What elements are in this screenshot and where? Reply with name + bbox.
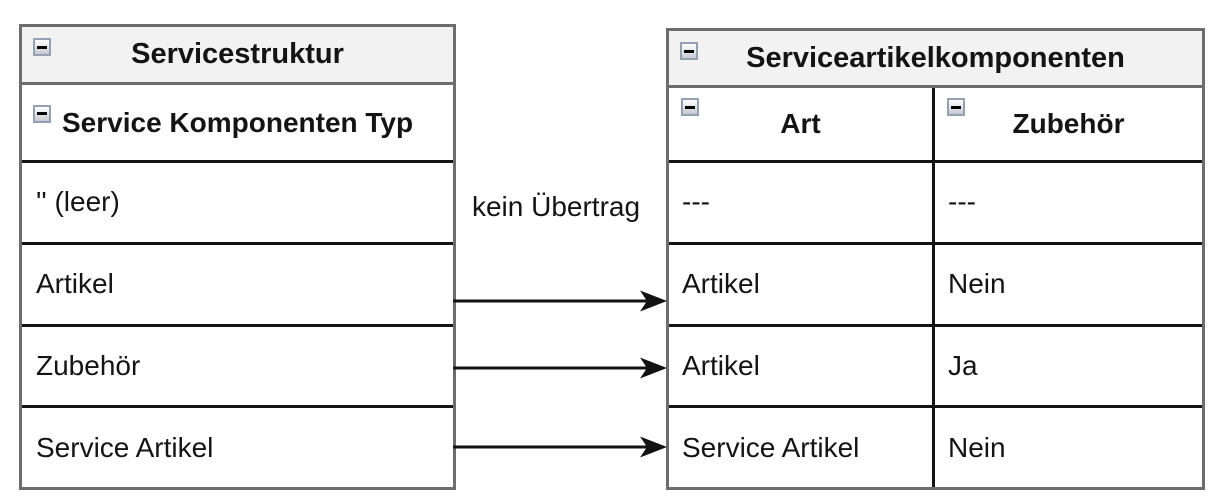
collapse-minus-icon[interactable] (680, 42, 698, 60)
zubehoer-cell: Nein (935, 245, 1202, 324)
service-komponenten-typ-header: Service Komponenten Typ (22, 85, 453, 163)
zubehoer-cell: Nein (935, 408, 1202, 487)
cell-value: Service Artikel (682, 431, 860, 463)
cell-value: --- (682, 186, 710, 218)
column-header-label: Service Komponenten Typ (62, 106, 414, 138)
servicestruktur-title: Servicestruktur (131, 38, 344, 70)
collapse-minus-icon[interactable] (947, 98, 965, 116)
art-cell: Artikel (669, 326, 935, 406)
zubehoer-cell: Ja (935, 327, 1202, 406)
cell-value: Service Artikel (36, 431, 214, 463)
arrowhead-icon (640, 436, 667, 458)
arrowhead-icon (640, 357, 667, 379)
cell-value: Artikel (682, 349, 760, 381)
servicestruktur-header: Servicestruktur (22, 27, 453, 85)
serviceartikelkomponenten-header: Serviceartikelkomponenten (669, 31, 1202, 88)
table-row: Artikel (22, 245, 453, 327)
art-cell: Service Artikel (669, 408, 935, 487)
table-row: Artikel Ja (669, 326, 1202, 409)
collapse-minus-icon[interactable] (33, 104, 51, 123)
servicestruktur-table: Servicestruktur Service Komponenten Typ … (19, 24, 456, 490)
table-row: '' (leer) (22, 163, 453, 245)
column-header-label: Zubehör (1012, 108, 1125, 139)
art-cell: --- (669, 163, 935, 242)
art-column-header: Art (669, 88, 935, 160)
collapse-minus-icon[interactable] (33, 38, 51, 56)
cell-value: Nein (948, 268, 1006, 300)
art-cell: Artikel (669, 244, 935, 324)
serviceartikelkomponenten-title: Serviceartikelkomponenten (746, 41, 1125, 74)
collapse-minus-icon[interactable] (681, 98, 699, 116)
cell-value: Ja (948, 349, 978, 381)
cell-value: Zubehör (36, 349, 141, 381)
table-row: Artikel Nein (669, 244, 1202, 327)
serviceartikelkomponenten-table: Serviceartikelkomponenten Art Zubehör --… (666, 28, 1205, 490)
cell-value: Nein (948, 431, 1006, 463)
table-row: Service Artikel (22, 408, 453, 487)
column-headers-row: Art Zubehör (669, 88, 1202, 163)
zubehoer-cell: --- (935, 163, 1202, 242)
no-transfer-label: kein Übertrag (471, 191, 641, 222)
cell-value: '' (leer) (36, 186, 120, 218)
arrowhead-icon (640, 290, 667, 312)
zubehoer-column-header: Zubehör (935, 88, 1202, 160)
table-row: Zubehör (22, 327, 453, 409)
cell-value: Artikel (682, 268, 760, 300)
cell-value: Artikel (36, 268, 114, 300)
cell-value: --- (948, 186, 976, 218)
table-row: Service Artikel Nein (669, 408, 1202, 487)
table-row: --- --- (669, 163, 1202, 245)
column-header-label: Art (780, 108, 821, 139)
